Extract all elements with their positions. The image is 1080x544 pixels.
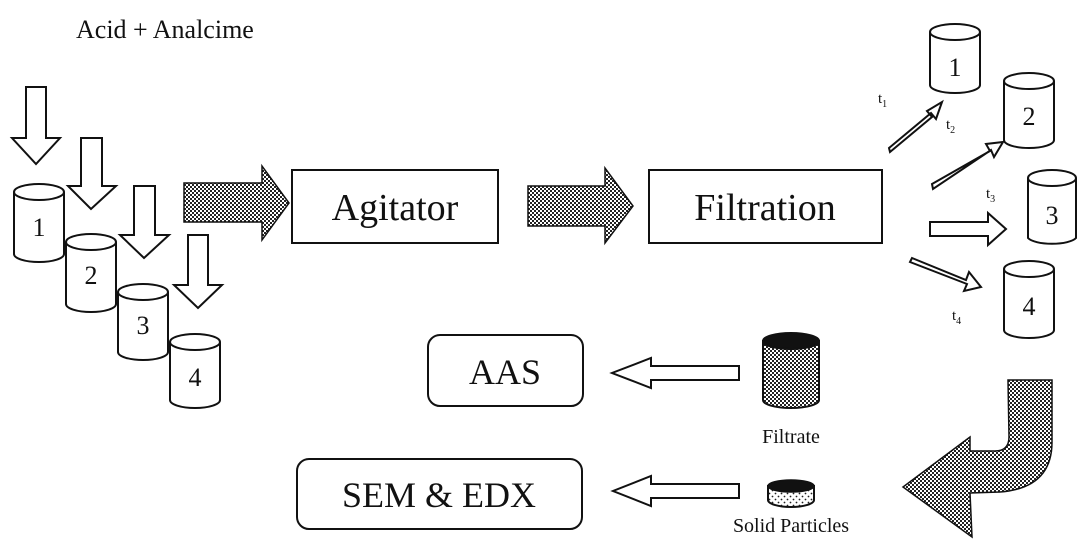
diagram-title: Acid + Analcime <box>76 15 254 44</box>
sample-cylinder-1: 1 <box>929 23 981 94</box>
sem-edx-label: SEM & EDX <box>342 475 536 515</box>
input-cylinder-2: 2 <box>65 233 117 313</box>
fanout-arrow-4 <box>908 256 983 293</box>
sample-cylinder-label: 1 <box>949 53 962 82</box>
aas-box: AAS <box>427 334 584 407</box>
sample-cylinder-3: 3 <box>1027 169 1077 245</box>
filtration-label: Filtration <box>694 187 835 229</box>
hatched-curved-arrow <box>901 379 1053 539</box>
filtration-box: Filtration <box>648 169 883 244</box>
time-label-4: t4 <box>952 308 961 327</box>
sample-cylinder-label: 3 <box>1046 201 1059 230</box>
sample-cylinder-2: 2 <box>1003 72 1055 149</box>
time-label-2: t2 <box>946 117 955 136</box>
fanout-arrow-3 <box>929 210 1008 248</box>
down-arrow-2 <box>65 137 119 211</box>
sample-cylinder-label: 4 <box>1023 292 1036 321</box>
hatched-arrow-to-filtration <box>527 165 634 246</box>
svg-text:t3: t3 <box>986 186 995 205</box>
sample-cylinder-label: 2 <box>1023 102 1036 131</box>
time-label-1: t1 <box>878 91 887 110</box>
fanout-arrows <box>887 99 1008 293</box>
input-cylinder-label: 4 <box>189 363 202 392</box>
solid-particles-caption: Solid Particles <box>733 515 849 537</box>
down-arrow-1 <box>9 86 63 166</box>
arrow-to-aas <box>609 356 740 390</box>
input-cylinder-label: 2 <box>85 261 98 290</box>
svg-text:t4: t4 <box>952 308 961 327</box>
hatched-arrow-to-agitator <box>183 163 290 243</box>
down-arrow-4 <box>171 234 225 310</box>
input-cylinder-3: 3 <box>117 283 169 361</box>
agitator-box: Agitator <box>291 169 499 244</box>
fanout-arrow-1 <box>887 99 944 154</box>
sample-cylinder-4: 4 <box>1003 260 1055 339</box>
time-label-3: t3 <box>986 186 995 205</box>
input-cylinder-label: 1 <box>33 213 46 242</box>
svg-text:t2: t2 <box>946 117 955 136</box>
input-cylinder-4: 4 <box>169 333 221 409</box>
input-arrows <box>9 86 225 310</box>
down-arrow-3 <box>117 185 172 260</box>
agitator-label: Agitator <box>332 187 459 229</box>
sem-edx-box: SEM & EDX <box>296 458 583 530</box>
svg-text:t1: t1 <box>878 91 887 110</box>
aas-label: AAS <box>469 352 541 392</box>
fanout-arrow-2 <box>930 140 1005 191</box>
arrow-to-sem <box>610 474 740 508</box>
filtrate-caption: Filtrate <box>762 426 820 448</box>
filtrate-container <box>762 332 820 409</box>
input-cylinder-1: 1 <box>13 183 65 263</box>
solid-particles-dish <box>767 479 815 508</box>
input-cylinder-label: 3 <box>137 311 150 340</box>
